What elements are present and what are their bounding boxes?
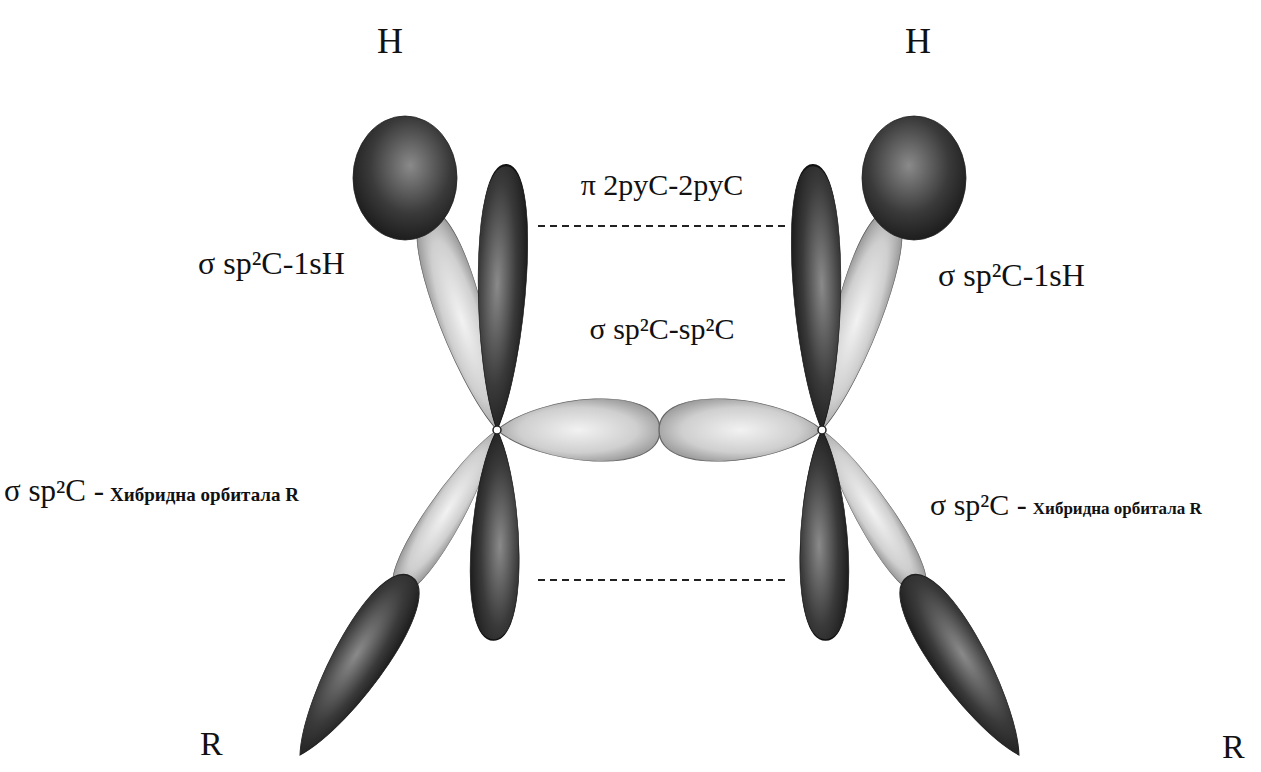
bond-label: σ sp²C-1sH [198,246,345,281]
atom-label: H [377,22,403,62]
bond-label: σ sp²C-sp²C [589,312,734,345]
atom-label: H [905,22,931,62]
bond-label: σ sp²C-1sH [938,258,1085,293]
bond-label: π 2pyC-2pyC [581,168,744,201]
bond-label: Хибридна орбитала R [110,485,299,506]
group-label: R [1222,728,1245,765]
bond-label: σ sp²C - [930,488,1027,521]
bond-label: Хибридна орбитала R [1033,500,1202,519]
group-label: R [200,725,223,762]
bond-label: σ sp²C - [4,474,104,508]
